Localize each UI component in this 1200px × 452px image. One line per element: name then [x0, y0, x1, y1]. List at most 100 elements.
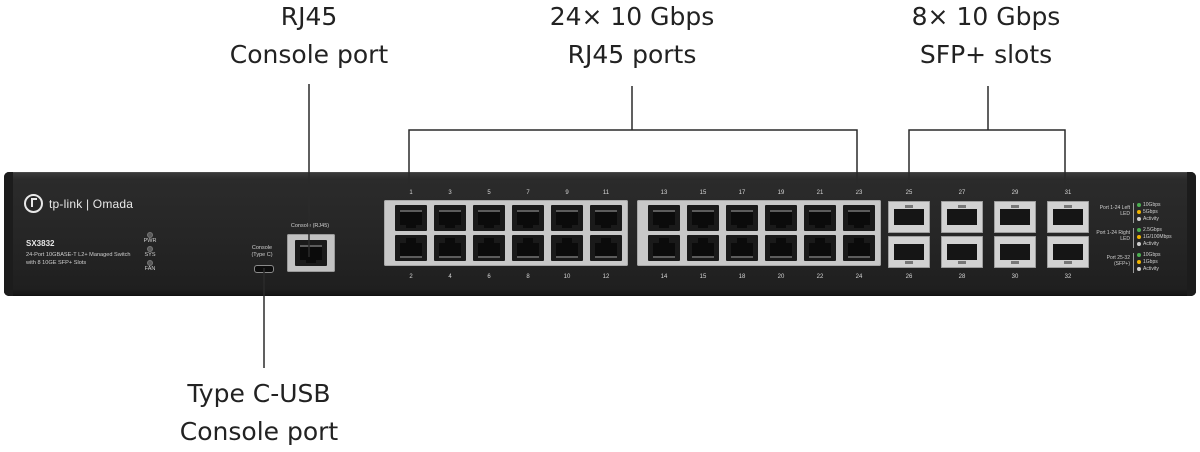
rj45-port[interactable]	[590, 235, 622, 261]
legend-title: Port 1-24 Right LED	[1096, 230, 1130, 242]
sfp-slot[interactable]	[888, 236, 930, 268]
legend-item-text: 2.5Gbps	[1143, 227, 1162, 233]
rj45-port[interactable]	[590, 205, 622, 231]
led-label: FAN	[144, 266, 156, 272]
led-pwr: PWR	[140, 232, 160, 245]
callout-rj45-console-line2: Console port	[229, 40, 389, 69]
port-number: 8	[526, 274, 530, 280]
port-number: 19	[777, 190, 785, 196]
sfp-slot[interactable]	[994, 201, 1036, 233]
rj45-port[interactable]	[512, 205, 544, 231]
port-number: 28	[958, 274, 966, 280]
legend-item: 2.5Gbps	[1137, 227, 1162, 233]
model-name: SX3832	[26, 239, 55, 248]
rj45-port[interactable]	[726, 205, 758, 231]
callout-rj45-console-line1: RJ45	[280, 2, 338, 31]
port-number: 15	[699, 274, 707, 280]
tp-link-logo-icon	[24, 194, 43, 213]
port-number: 1	[409, 190, 413, 196]
rj45-port[interactable]	[687, 205, 719, 231]
callout-usb-console-line2: Console port	[179, 417, 339, 446]
brand-text: tp-link | Omada	[49, 196, 134, 211]
sfp-slot[interactable]	[1047, 236, 1089, 268]
rj45-port[interactable]	[648, 205, 680, 231]
legend-title: Port 1-24 Left LED	[1099, 205, 1130, 217]
legend-item-text: 10Gbps	[1143, 202, 1161, 208]
port-number: 20	[777, 274, 785, 280]
rj45-socket-icon	[295, 240, 327, 266]
legend-title: Port 25-32 (SFP+)	[1106, 255, 1130, 267]
legend-row-2: Port 1-24 Right LED 2.5Gbps 1G/100Mbps A…	[1096, 227, 1172, 251]
rj45-port[interactable]	[804, 235, 836, 261]
legend-item-text: 10Gbps	[1143, 252, 1161, 258]
sfp-slot[interactable]	[888, 201, 930, 233]
port-number: 2	[409, 274, 413, 280]
legend-item: 5Gbps	[1137, 209, 1158, 215]
rj45-port[interactable]	[434, 235, 466, 261]
callout-rj45-ports-line1: 24× 10 Gbps	[549, 2, 715, 31]
usb-c-console-port[interactable]	[254, 265, 274, 273]
rj45-port[interactable]	[648, 235, 680, 261]
rj45-port[interactable]	[765, 205, 797, 231]
sfp-slot[interactable]	[994, 236, 1036, 268]
port-number: 14	[660, 274, 668, 280]
port-number: 25	[905, 190, 913, 196]
legend-item: 10Gbps	[1137, 252, 1161, 258]
status-leds: PWR SYS FAN	[140, 232, 160, 274]
rj45-port[interactable]	[512, 235, 544, 261]
rj45-port[interactable]	[395, 235, 427, 261]
rj45-console-port[interactable]	[287, 234, 335, 272]
rj45-port[interactable]	[843, 235, 875, 261]
rj45-port[interactable]	[434, 205, 466, 231]
led-label: PWR	[143, 238, 157, 244]
callout-rj45-console: RJ45 Console port	[206, 0, 412, 74]
rj45-port[interactable]	[395, 205, 427, 231]
sfp-slot[interactable]	[941, 236, 983, 268]
port-number: 26	[905, 274, 913, 280]
rj45-port[interactable]	[804, 205, 836, 231]
rj45-port[interactable]	[473, 235, 505, 261]
rack-ear-left	[4, 172, 13, 296]
port-number: 30	[1011, 274, 1019, 280]
port-number: 11	[602, 190, 610, 196]
rj45-port[interactable]	[687, 235, 719, 261]
legend-item-text: 5Gbps	[1143, 209, 1158, 215]
port-number: 21	[816, 190, 824, 196]
legend-item-text: Activity	[1143, 241, 1159, 247]
sfp-slot[interactable]	[941, 201, 983, 233]
port-number: 23	[855, 190, 863, 196]
port-number: 29	[1011, 190, 1019, 196]
port-number: 12	[602, 274, 610, 280]
port-number: 5	[487, 190, 491, 196]
port-number: 7	[526, 190, 530, 196]
callout-usb-console-line1: Type C-USB	[187, 379, 331, 408]
port-number: 15	[699, 190, 707, 196]
sfp-slot[interactable]	[1047, 201, 1089, 233]
rj45-port[interactable]	[473, 205, 505, 231]
rj45-console-label: Console (RJ45)	[290, 223, 330, 229]
port-number: 4	[448, 274, 452, 280]
callout-rj45-ports-line2: RJ45 ports	[567, 40, 697, 69]
port-number: 22	[816, 274, 824, 280]
port-number: 6	[487, 274, 491, 280]
legend-item: Activity	[1137, 241, 1159, 247]
rj45-port[interactable]	[843, 205, 875, 231]
rj45-port[interactable]	[551, 235, 583, 261]
rj45-port[interactable]	[726, 235, 758, 261]
led-icon	[147, 232, 153, 238]
legend-item: Activity	[1137, 216, 1159, 222]
legend-item-text: 1G/100Mbps	[1143, 234, 1172, 240]
callout-sfp-slots: 8× 10 Gbps SFP+ slots	[888, 0, 1084, 74]
legend-item: Activity	[1137, 266, 1159, 272]
led-label: SYS	[144, 252, 156, 258]
legend-item: 10Gbps	[1137, 202, 1161, 208]
led-icon	[147, 246, 153, 252]
port-number: 9	[565, 190, 569, 196]
switch-front-panel: tp-link | Omada SX3832 24-Port 10GBASE-T…	[4, 172, 1196, 296]
callout-rj45-ports: 24× 10 Gbps RJ45 ports	[530, 0, 734, 74]
rj45-port[interactable]	[551, 205, 583, 231]
legend-item-text: 1Gbps	[1143, 259, 1158, 265]
legend-row-1: Port 1-24 Left LED 10Gbps 5Gbps Activity	[1096, 202, 1170, 226]
legend-item: 1Gbps	[1137, 259, 1158, 265]
rj45-port[interactable]	[765, 235, 797, 261]
